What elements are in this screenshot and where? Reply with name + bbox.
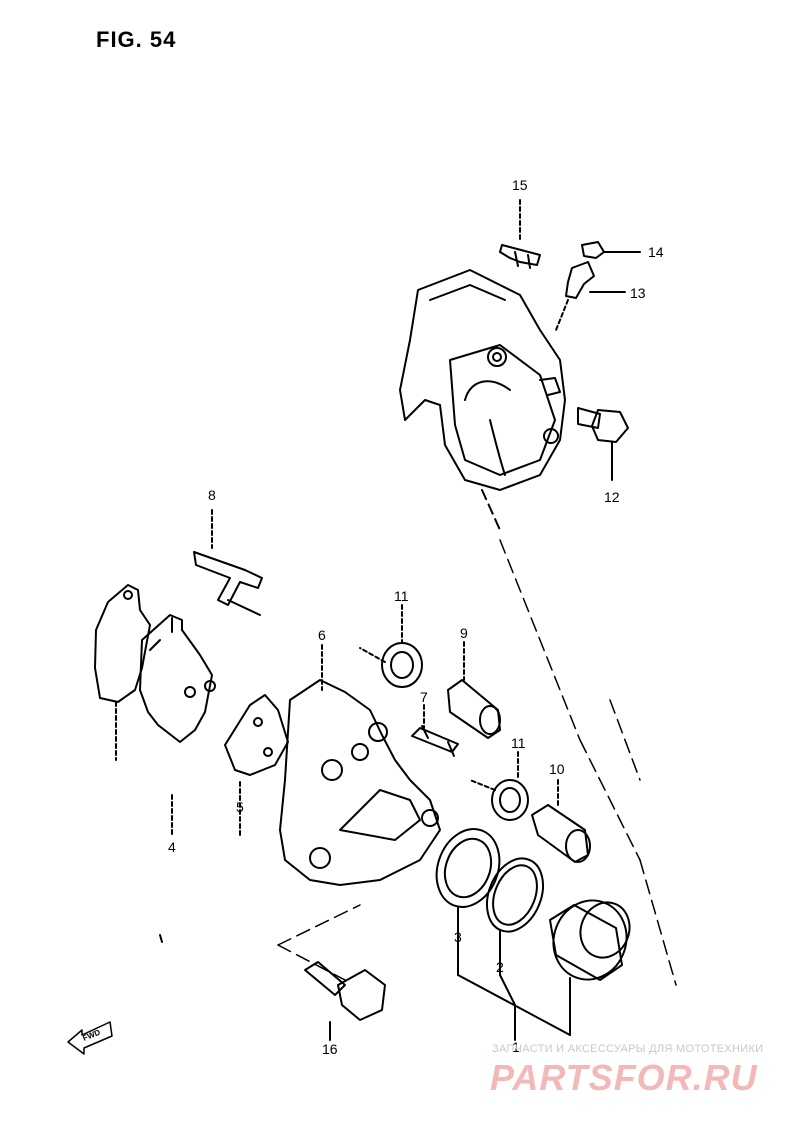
callout-2: 2 bbox=[496, 959, 504, 975]
callout-1: 1 bbox=[512, 1039, 520, 1055]
callout-4: 4 bbox=[168, 839, 176, 855]
fwd-direction-marker: FWD bbox=[67, 1021, 113, 1055]
part-11-boot-upper bbox=[359, 604, 423, 688]
callout-15: 15 bbox=[512, 177, 528, 193]
part-5-shim bbox=[224, 694, 289, 836]
callout-3: 3 bbox=[454, 929, 462, 945]
callout-14: 14 bbox=[648, 244, 664, 260]
part-4-brake-pad-outer bbox=[94, 584, 151, 703]
callout-8: 8 bbox=[208, 487, 216, 503]
callout-16: 16 bbox=[322, 1041, 338, 1057]
part-14-bleeder-cap bbox=[581, 241, 641, 259]
alignment-lines bbox=[277, 539, 677, 986]
watermark-tagline: ЗАПЧАСТИ И АКСЕССУАРЫ ДЛЯ МОТОТЕХНИКИ bbox=[492, 1043, 764, 1055]
callout-5: 5 bbox=[236, 799, 244, 815]
part-13-bleeder-valve bbox=[555, 261, 626, 331]
part-11-boot-lower bbox=[469, 751, 529, 821]
part-1-piston bbox=[549, 899, 631, 1036]
part-12-bolt bbox=[577, 407, 629, 481]
part-8-pad-spring bbox=[193, 509, 263, 616]
callout-13: 13 bbox=[630, 285, 646, 301]
callout-9: 9 bbox=[460, 625, 468, 641]
assembly-link-line bbox=[481, 489, 501, 531]
tick-mark bbox=[159, 934, 163, 943]
watermark-brand: PARTSFOR.RU bbox=[490, 1057, 758, 1098]
callout-11-lower: 11 bbox=[511, 735, 526, 751]
part-4-brake-pad-inner bbox=[139, 614, 216, 743]
callout-7: 7 bbox=[420, 689, 428, 705]
caliper-body-assembly bbox=[399, 269, 566, 491]
figure-title: FIG. 54 bbox=[96, 27, 177, 52]
callout-11-upper: 11 bbox=[394, 588, 409, 604]
part-10-slide-pin bbox=[531, 779, 591, 863]
part-1-bracket-lines bbox=[457, 974, 571, 1041]
part-2-piston-seal bbox=[486, 857, 544, 976]
part-3-dust-seal bbox=[435, 828, 501, 976]
callout-6: 6 bbox=[318, 627, 326, 643]
part-15-retainer bbox=[499, 199, 541, 269]
part-16-bolt bbox=[304, 961, 386, 1041]
fwd-label: FWD bbox=[81, 1028, 101, 1043]
callout-10: 10 bbox=[549, 761, 565, 777]
part-9-sleeve bbox=[447, 641, 501, 739]
callout-12: 12 bbox=[604, 489, 620, 505]
part-6-caliper-bracket bbox=[279, 644, 441, 886]
part-7-pin bbox=[411, 704, 459, 757]
